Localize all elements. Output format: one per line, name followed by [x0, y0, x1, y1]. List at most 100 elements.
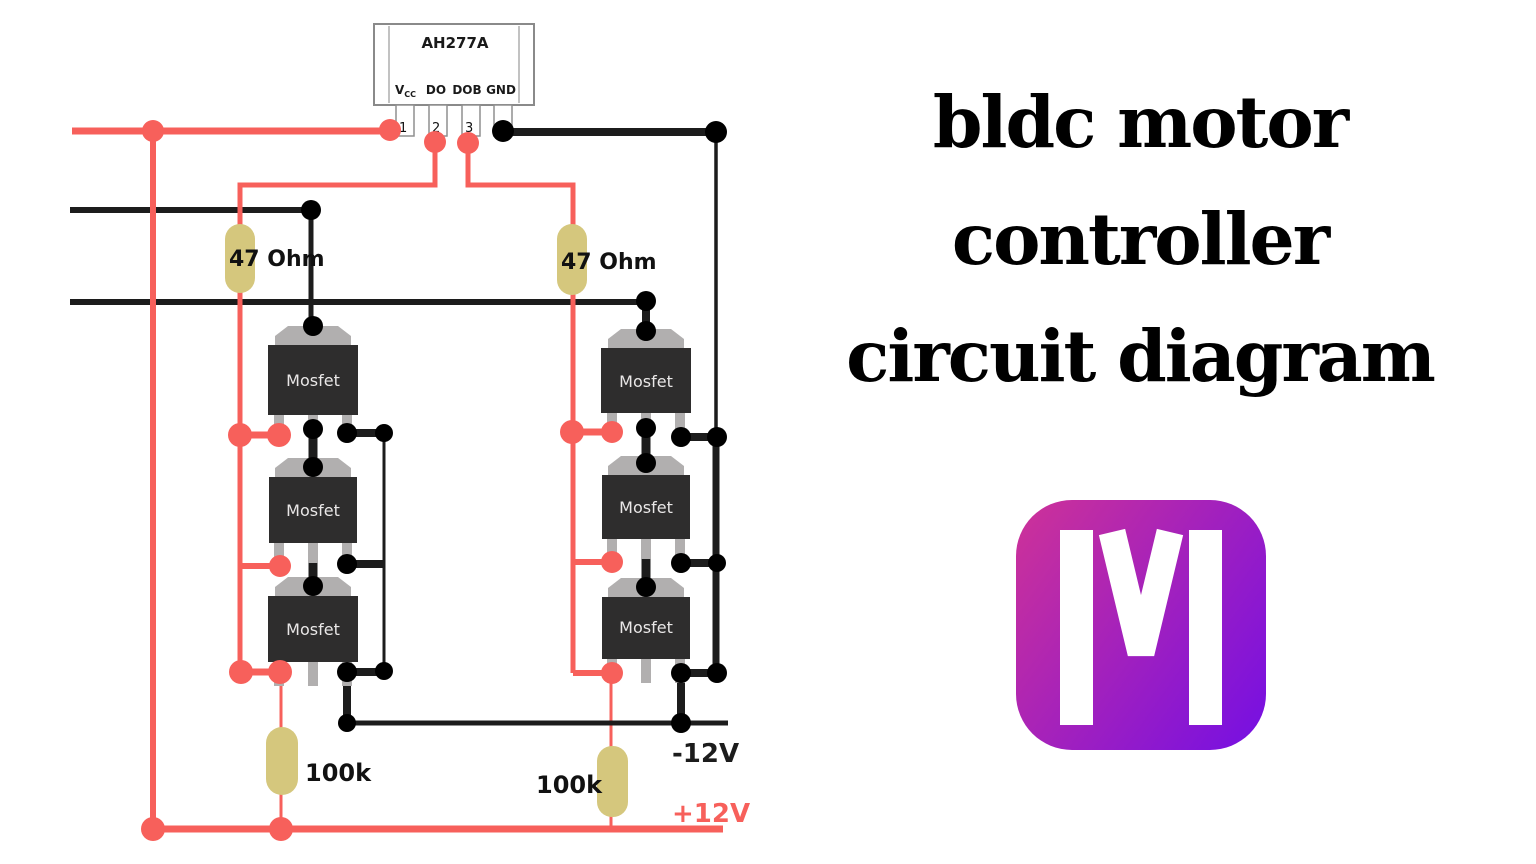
- resistor-body: [557, 224, 587, 295]
- resistor-value: 100k: [536, 771, 603, 799]
- junction-dot: [708, 554, 726, 572]
- mosfet-label: Mosfet: [286, 371, 340, 390]
- ic-pin-number: 2: [432, 121, 440, 136]
- junction-dot: [228, 423, 252, 447]
- mosfet-leg: [274, 541, 284, 563]
- junction-dot: [636, 453, 656, 473]
- resistor-47ohm-left: 47 Ohm: [225, 224, 325, 293]
- mosfet-label: Mosfet: [619, 618, 673, 637]
- junction-dot: [269, 555, 291, 577]
- junction-dot: [268, 660, 292, 684]
- junction-dot: [707, 427, 727, 447]
- logo-letter-stroke: [1189, 530, 1222, 725]
- mosfet-leg: [675, 411, 685, 433]
- resistor-47ohm-right: 47 Ohm: [557, 224, 657, 295]
- junction-dots: [141, 119, 727, 841]
- mosfet-leg: [308, 660, 318, 686]
- junction-dot: [492, 120, 514, 142]
- junction-dot: [601, 551, 623, 573]
- mosfet-q1: Mosfet: [268, 326, 358, 435]
- resistor-body: [266, 727, 298, 795]
- mosfet-leg: [641, 537, 651, 559]
- mosfet-body: [602, 597, 690, 659]
- logo-letter-stroke: [1098, 528, 1184, 657]
- junction-dot: [671, 553, 691, 573]
- junction-dot: [705, 121, 727, 143]
- mosfet-label: Mosfet: [619, 498, 673, 517]
- title-line-2: controller: [951, 197, 1330, 281]
- junction-dot: [671, 713, 691, 733]
- resistor-100k-left: 100k: [266, 727, 372, 795]
- junction-dot: [560, 420, 584, 444]
- mosfet-leg: [675, 537, 685, 559]
- junction-dot: [338, 714, 356, 732]
- title-line-1: bldc motor: [932, 80, 1349, 164]
- junction-dot: [142, 120, 164, 142]
- junction-dot: [636, 291, 656, 311]
- mosfet-body: [268, 596, 358, 662]
- junction-dot: [671, 427, 691, 447]
- resistor-value: 47 Ohm: [561, 250, 657, 275]
- ic-pin-number: 3: [465, 121, 473, 136]
- junction-dot: [601, 662, 623, 684]
- ic-chip: AH277A VCC DO DOB GND 1 2 3: [373, 23, 535, 137]
- circuit-diagram: 47 Ohm 47 Ohm 100k 100k Mosfet Mosfet: [70, 23, 750, 841]
- junction-dot: [636, 321, 656, 341]
- ic-name: AH277A: [421, 34, 488, 52]
- junction-dot: [707, 663, 727, 683]
- resistor-body: [225, 224, 255, 293]
- mosfet-leg: [641, 657, 651, 683]
- logo-letter-stroke: [1060, 530, 1093, 725]
- junction-dot: [379, 119, 401, 141]
- poster-title: bldc motor controller circuit diagram: [828, 64, 1452, 415]
- rail-label-positive: +12V: [672, 799, 750, 829]
- ic-pin-label-do: DO: [426, 83, 446, 97]
- mosfet-label: Mosfet: [286, 501, 340, 520]
- ic-pin-label-dob: DOB: [452, 83, 481, 97]
- junction-dot: [269, 817, 293, 841]
- mosfet-body: [601, 348, 691, 413]
- ic-pin-number: 1: [399, 121, 407, 136]
- junction-dot: [636, 577, 656, 597]
- mosfet-leg: [607, 537, 617, 559]
- junction-dot: [636, 418, 656, 438]
- ic-body: [373, 23, 535, 106]
- junction-dot: [671, 663, 691, 683]
- junction-dot: [424, 131, 446, 153]
- title-line-3: circuit diagram: [846, 314, 1436, 398]
- resistor-100k-right: 100k: [536, 746, 628, 817]
- mosfet-label: Mosfet: [619, 372, 673, 391]
- mosfet-q4: Mosfet: [601, 329, 691, 433]
- resistor-value: 47 Ohm: [229, 247, 325, 272]
- mosfet-body: [268, 345, 358, 415]
- junction-dot: [303, 457, 323, 477]
- ic-pin-label-gnd: GND: [486, 83, 516, 97]
- junction-dot: [337, 554, 357, 574]
- junction-dot: [337, 662, 357, 682]
- junction-dot: [229, 660, 253, 684]
- ic-pin-label-vcc: VCC: [395, 83, 416, 99]
- junction-dot: [301, 200, 321, 220]
- logo-m-badge: [1016, 500, 1266, 750]
- junction-dot: [303, 316, 323, 336]
- junction-dot: [457, 132, 479, 154]
- logo-letter-m: [1060, 528, 1222, 725]
- junction-dot: [141, 817, 165, 841]
- junction-dot: [601, 421, 623, 443]
- mosfet-q3: Mosfet: [268, 577, 358, 686]
- resistor-body: [597, 746, 628, 817]
- junction-dot: [267, 423, 291, 447]
- mosfet-leg: [342, 541, 352, 563]
- mosfet-body: [602, 475, 690, 539]
- mosfet-leg: [308, 541, 318, 563]
- junction-dot: [375, 662, 393, 680]
- mosfet-label: Mosfet: [286, 620, 340, 639]
- mosfet-tab: [275, 326, 351, 349]
- mosfet-body: [269, 477, 357, 543]
- junction-dot: [375, 424, 393, 442]
- wire-segment: [465, 143, 576, 673]
- junction-dot: [303, 576, 323, 596]
- resistor-value: 100k: [305, 759, 372, 787]
- junction-dot: [303, 419, 323, 439]
